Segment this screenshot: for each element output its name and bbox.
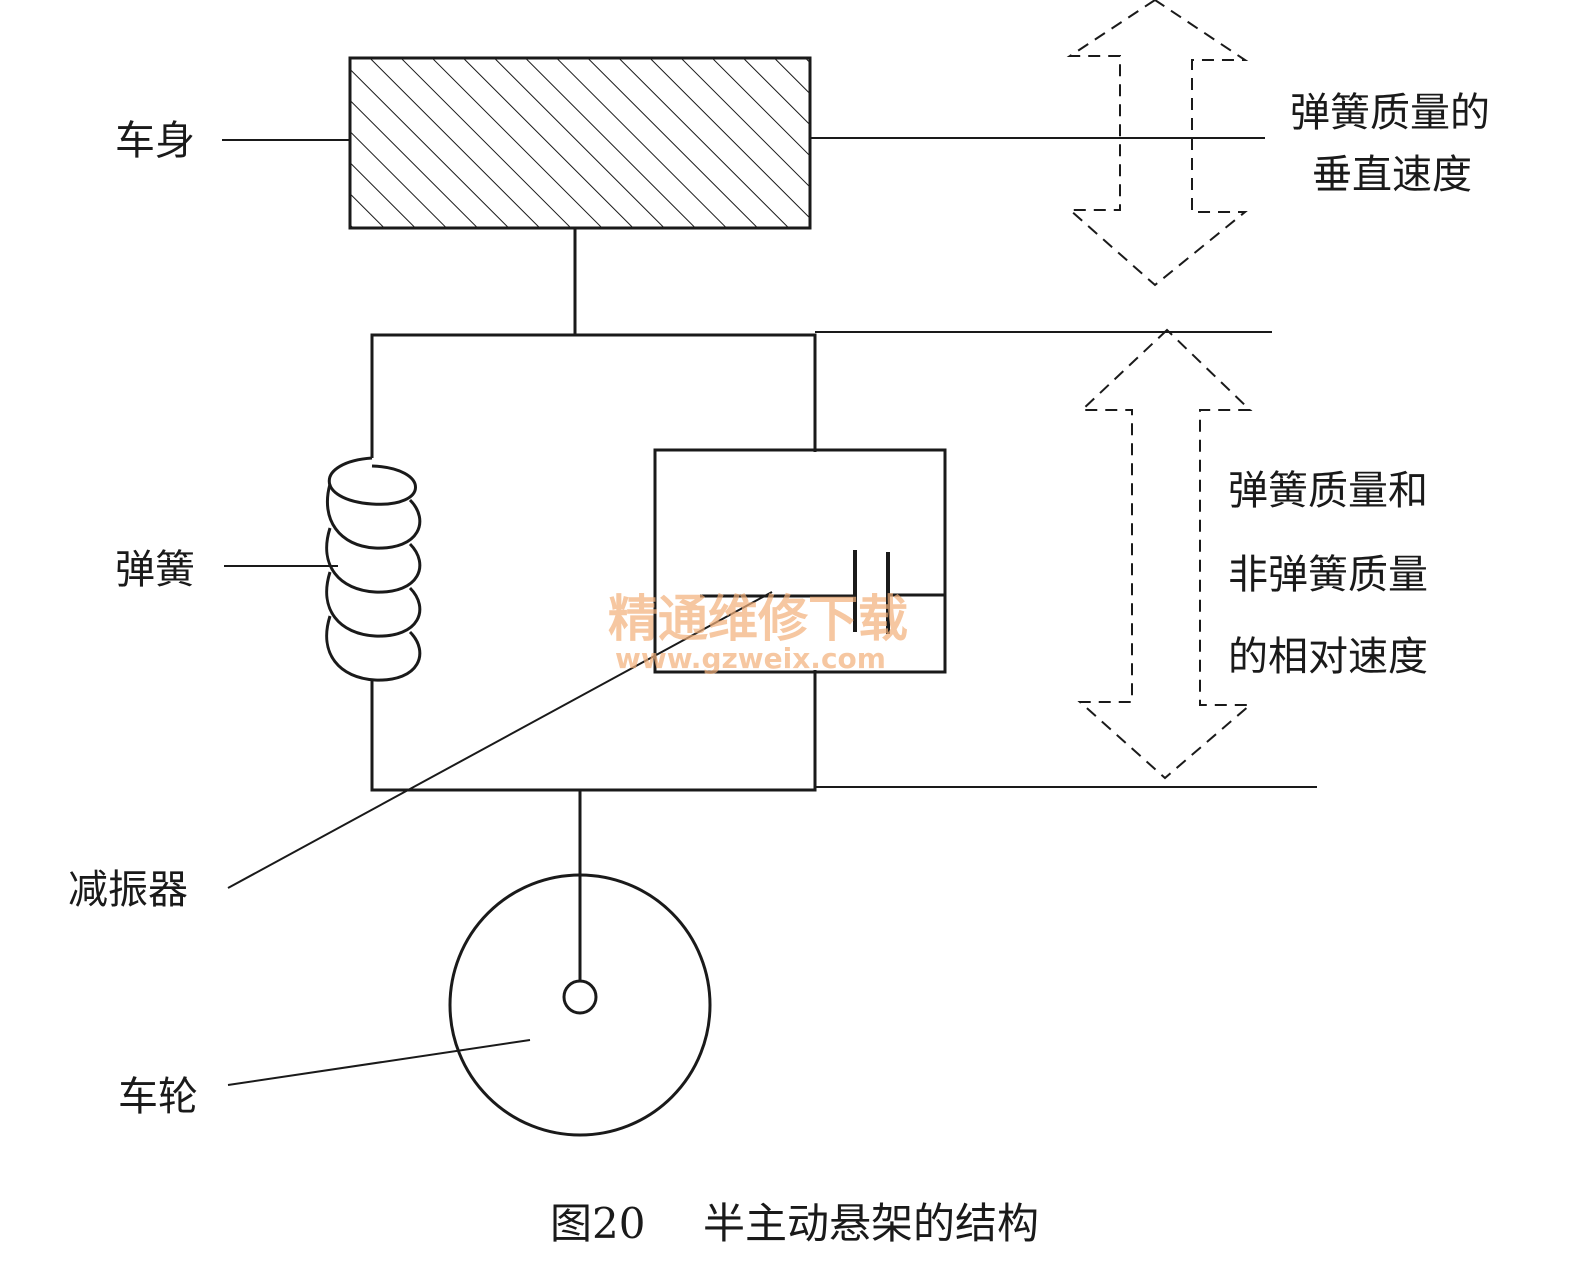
label-car-body: 车身 — [115, 118, 195, 164]
car-body-block — [348, 56, 812, 230]
vertical-velocity-arrow — [1066, 0, 1249, 287]
leader-wheel — [227, 1039, 531, 1086]
note-relative-velocity-line2: 非弹簧质量 — [1228, 552, 1428, 598]
note-relative-velocity-line3: 的相对速度 — [1228, 634, 1428, 680]
wheel-hub — [562, 979, 598, 1015]
suspension-frame — [370, 333, 817, 792]
wheel — [448, 873, 712, 1137]
relative-velocity-arrow — [1077, 328, 1253, 780]
leader-damper — [227, 591, 773, 889]
spring-coil — [325, 456, 422, 682]
label-damper: 减振器 — [68, 867, 188, 913]
note-sprung-velocity-line2: 垂直速度 — [1312, 152, 1472, 198]
damper-housing — [653, 448, 947, 674]
note-relative-velocity-line1: 弹簧质量和 — [1228, 468, 1428, 514]
note-sprung-velocity-line1: 弹簧质量的 — [1290, 90, 1490, 136]
watermark-url: www.gzweix.com — [615, 642, 886, 675]
figure-title: 半主动悬架的结构 — [703, 1199, 1039, 1248]
label-spring: 弹簧 — [115, 547, 195, 593]
label-wheel: 车轮 — [118, 1074, 198, 1120]
watermark-name: 精通维修下载 — [608, 590, 908, 648]
figure-number: 图20 — [550, 1199, 645, 1248]
